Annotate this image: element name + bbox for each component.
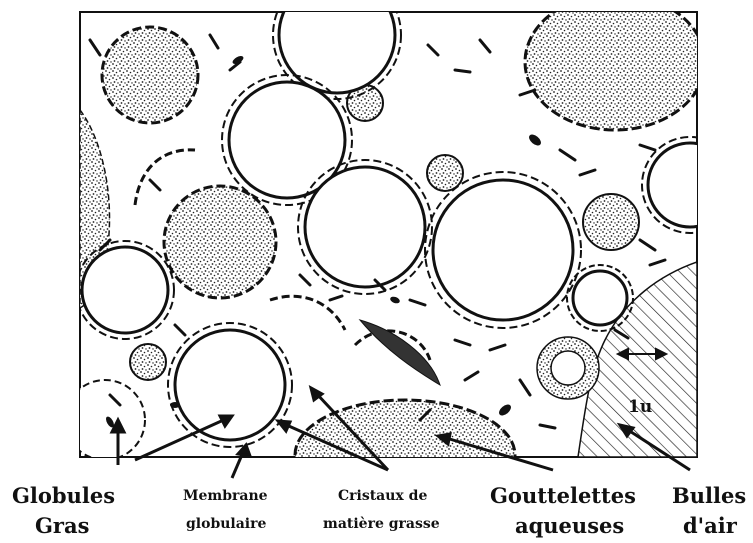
label-bulles-line1: Bulles [672, 483, 746, 508]
fat-globule [175, 330, 285, 440]
label-cristaux-line2: matière grasse [323, 516, 440, 532]
aqueous-droplet [130, 344, 166, 380]
label-gouttelettes-line1: Gouttelettes [490, 483, 636, 508]
aqueous-droplet [583, 194, 639, 250]
fat-globule [65, 380, 145, 460]
label-globules-line1: Globules [12, 483, 115, 508]
fat-globule [82, 247, 168, 333]
label-bulles-line2: d'air [683, 513, 738, 538]
fat-globule [573, 271, 627, 325]
label-globules-line2: Gras [35, 513, 89, 538]
label-gouttelettes-line2: aqueuses [515, 513, 624, 538]
aqueous-droplet-top-right [525, 0, 705, 130]
aqueous-droplet [102, 27, 198, 123]
fat-globule [305, 167, 425, 287]
fat-globule [648, 143, 732, 227]
fat-globule [433, 180, 573, 320]
label-membrane-line1: Membrane [183, 488, 268, 504]
scale-bar-label: 1u [628, 397, 652, 417]
label-cristaux-line1: Cristaux de [338, 488, 427, 504]
label-membrane-line2: globulaire [186, 516, 266, 532]
aqueous-droplet [164, 186, 276, 298]
